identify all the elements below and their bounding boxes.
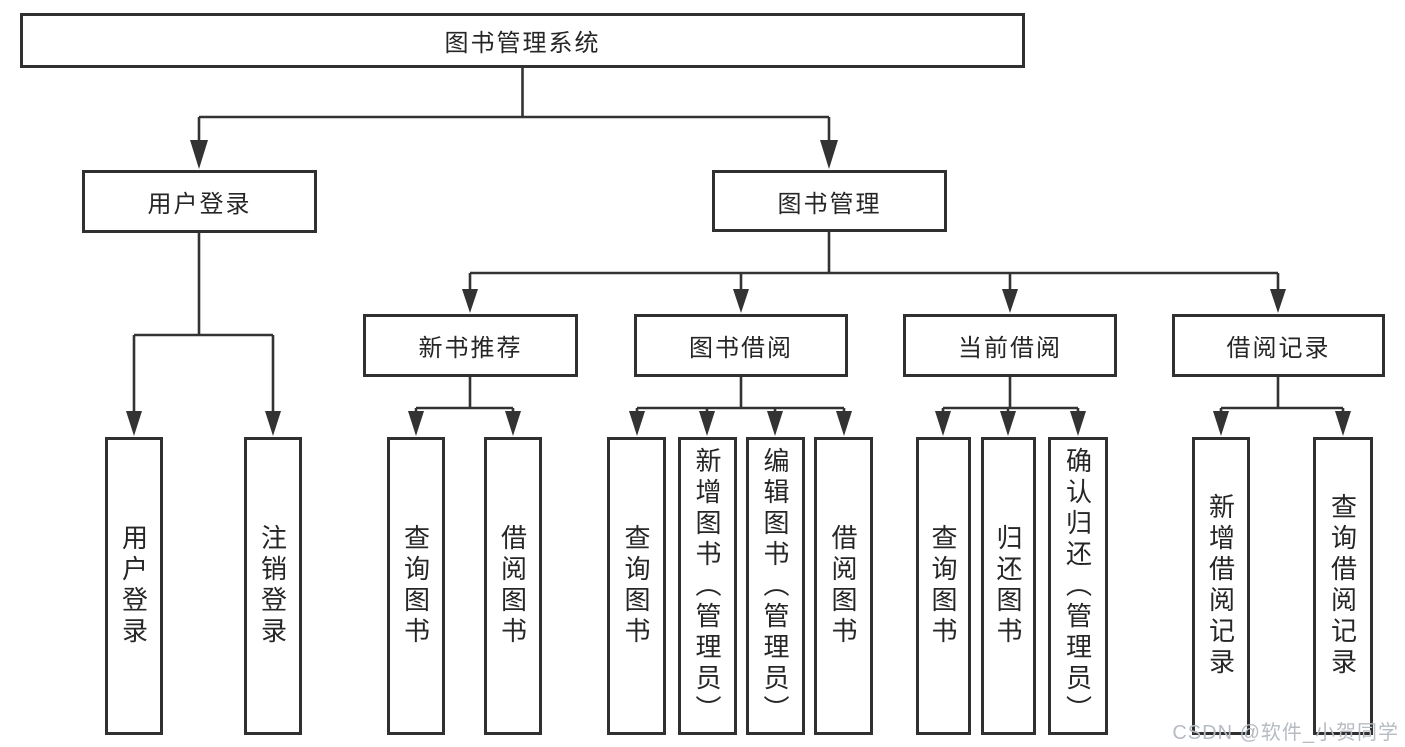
node-label: 查询借阅记录 xyxy=(1327,493,1358,679)
leaf-confirm-return-admin: 确认归还（管理员） xyxy=(1048,437,1108,735)
leaf-query-books-current: 查询图书 xyxy=(916,437,971,735)
node-label: 编辑图书（管理员） xyxy=(760,446,790,726)
node-label: 新增借阅记录 xyxy=(1205,493,1236,679)
node-label: 借阅记录 xyxy=(1226,335,1331,362)
leaf-borrow-books: 借阅图书 xyxy=(814,437,873,735)
node-label: 图书借阅 xyxy=(689,335,793,362)
node-library-management-system: 图书管理系统 xyxy=(20,13,1025,68)
node-borrow-records: 借阅记录 xyxy=(1172,314,1385,377)
node-label: 用户登录 xyxy=(118,524,149,648)
leaf-return-books: 归还图书 xyxy=(981,437,1036,735)
node-label: 图书管理系统 xyxy=(444,30,601,57)
node-label: 当前借阅 xyxy=(958,335,1062,362)
leaf-add-borrow-record: 新增借阅记录 xyxy=(1192,437,1250,735)
leaf-query-books-borrow: 查询图书 xyxy=(607,437,666,735)
node-book-borrow: 图书借阅 xyxy=(634,314,848,377)
node-label: 借阅图书 xyxy=(828,524,858,648)
node-label: 注销登录 xyxy=(257,524,288,648)
csdn-watermark: CSDN @软件_小贺同学 xyxy=(1172,722,1399,744)
leaf-query-books-recommend: 查询图书 xyxy=(387,437,445,735)
leaf-add-books-admin: 新增图书（管理员） xyxy=(678,437,737,735)
node-label: 归还图书 xyxy=(993,524,1023,648)
leaf-edit-books-admin: 编辑图书（管理员） xyxy=(746,437,805,735)
node-label: 确认归还（管理员） xyxy=(1062,446,1093,726)
node-label: 用户登录 xyxy=(147,191,252,218)
node-label: 借阅图书 xyxy=(497,524,528,648)
node-label: 新书推荐 xyxy=(418,335,523,362)
node-label: 查询图书 xyxy=(621,524,651,648)
leaf-user-login: 用户登录 xyxy=(105,437,163,735)
node-label: 新增图书（管理员） xyxy=(692,446,722,726)
node-current-borrow: 当前借阅 xyxy=(903,314,1117,377)
leaf-borrow-books-recommend: 借阅图书 xyxy=(484,437,542,735)
node-label: 查询图书 xyxy=(928,524,958,648)
node-label: 查询图书 xyxy=(400,524,431,648)
node-new-book-recommend: 新书推荐 xyxy=(363,314,578,377)
node-user-login: 用户登录 xyxy=(82,170,317,233)
node-label: 图书管理 xyxy=(777,190,882,218)
node-book-management: 图书管理 xyxy=(712,170,947,232)
leaf-logout: 注销登录 xyxy=(244,437,302,735)
leaf-query-borrow-record: 查询借阅记录 xyxy=(1313,437,1373,735)
